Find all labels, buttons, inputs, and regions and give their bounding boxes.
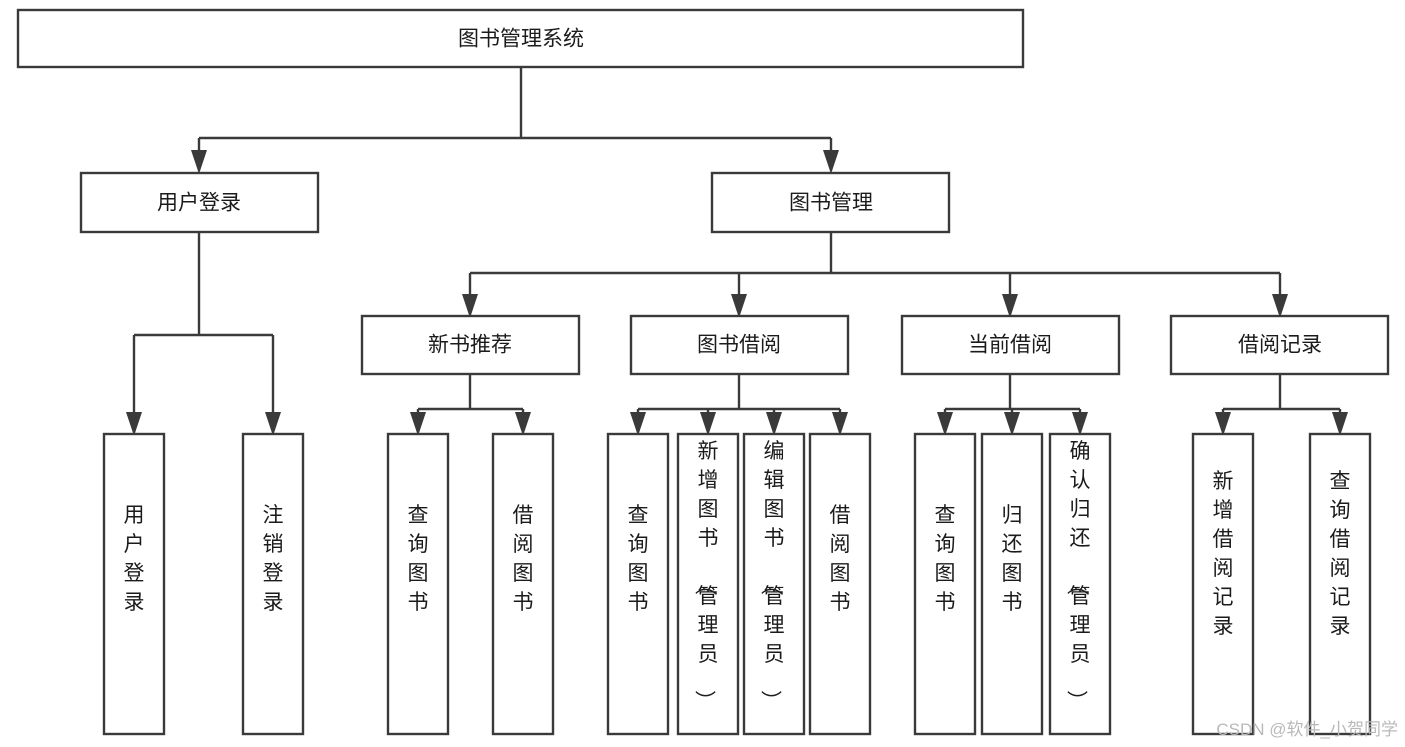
arrow-head-user-login [191, 150, 207, 174]
node-leaf-logout-label: 注销登录 [263, 504, 284, 614]
arrow-head-book-manage [823, 150, 839, 174]
node-leaf-query-book-2-box[interactable] [606, 432, 670, 736]
node-book-borrow-box[interactable] [629, 314, 850, 376]
node-leaf-add-record-label: 新增借阅记录 [1213, 470, 1234, 638]
node-leaf-query-record-box[interactable] [1308, 432, 1372, 736]
connector-layer [126, 67, 1348, 436]
arrow-head-leaf-add-record [1215, 412, 1231, 436]
node-user-login[interactable]: 用户登录 [79, 171, 320, 234]
node-book-manage-box[interactable] [710, 171, 951, 234]
arrow-head-borrow-record [1272, 294, 1288, 318]
arrow-head-book-borrow [731, 294, 747, 318]
arrow-head-leaf-query-book-3 [937, 412, 953, 436]
node-leaf-logout[interactable]: 注销登录 [241, 432, 305, 736]
node-leaf-edit-book-label: 编辑图书（管理员） [759, 440, 785, 711]
arrow-head-leaf-logout [265, 412, 281, 436]
node-leaf-borrow-book-2-label: 借阅图书 [830, 504, 851, 614]
arrow-head-leaf-query-book-2 [630, 412, 646, 436]
node-leaf-user-login-box[interactable] [102, 432, 166, 736]
node-book-borrow[interactable]: 图书借阅 [629, 314, 850, 376]
node-leaf-confirm-return-box[interactable] [1048, 432, 1112, 736]
node-leaf-borrow-book-2[interactable]: 借阅图书 [808, 432, 872, 736]
arrow-head-leaf-user-login [126, 412, 142, 436]
node-leaf-query-book-3-box[interactable] [913, 432, 977, 736]
node-root[interactable]: 图书管理系统 [16, 8, 1025, 69]
node-book-manage-label: 图书管理 [789, 192, 873, 215]
node-leaf-query-book-3-label: 查询图书 [935, 504, 956, 614]
node-current-borrow-label: 当前借阅 [968, 334, 1052, 357]
node-borrow-record-box[interactable] [1169, 314, 1390, 376]
arrow-head-leaf-borrow-book-1 [515, 412, 531, 436]
node-leaf-add-book[interactable]: 新增图书（管理员） [676, 432, 740, 736]
csdn-watermark: CSDN @软件_小贺同学 [1216, 720, 1398, 739]
node-root-label: 图书管理系统 [458, 28, 584, 51]
node-current-borrow[interactable]: 当前借阅 [900, 314, 1121, 376]
node-leaf-query-book-2[interactable]: 查询图书 [606, 432, 670, 736]
node-current-borrow-box[interactable] [900, 314, 1121, 376]
node-leaf-user-login[interactable]: 用户登录 [102, 432, 166, 736]
node-leaf-borrow-book-1[interactable]: 借阅图书 [491, 432, 555, 736]
arrow-head-current-borrow [1002, 294, 1018, 318]
node-user-login-label: 用户登录 [157, 192, 241, 215]
node-leaf-confirm-return-label: 确认归还（管理员） [1065, 440, 1091, 711]
arrow-head-leaf-query-record [1332, 412, 1348, 436]
node-new-book-recommend[interactable]: 新书推荐 [360, 314, 581, 376]
node-leaf-add-book-label: 新增图书（管理员） [693, 440, 719, 711]
node-leaf-edit-book-box[interactable] [742, 432, 806, 736]
arrow-head-leaf-edit-book [766, 412, 782, 436]
node-leaf-query-book-3[interactable]: 查询图书 [913, 432, 977, 736]
arrow-head-leaf-query-book-1 [410, 412, 426, 436]
node-user-login-box[interactable] [79, 171, 320, 234]
node-new-book-recommend-label: 新书推荐 [428, 334, 512, 357]
node-leaf-return-book-label: 归还图书 [1002, 504, 1023, 614]
node-book-borrow-label: 图书借阅 [697, 334, 781, 357]
node-leaf-add-book-box[interactable] [676, 432, 740, 736]
node-leaf-borrow-book-2-box[interactable] [808, 432, 872, 736]
node-borrow-record-label: 借阅记录 [1238, 334, 1322, 357]
node-leaf-query-book-1-label: 查询图书 [408, 504, 429, 614]
node-leaf-logout-box[interactable] [241, 432, 305, 736]
node-leaf-query-record[interactable]: 查询借阅记录 [1308, 432, 1372, 736]
node-leaf-edit-book[interactable]: 编辑图书（管理员） [742, 432, 806, 736]
arrow-head-new-book-recommend [462, 294, 478, 318]
node-leaf-return-book[interactable]: 归还图书 [980, 432, 1044, 736]
node-leaf-query-record-label: 查询借阅记录 [1330, 470, 1351, 638]
arrow-head-leaf-confirm-return [1072, 412, 1088, 436]
node-leaf-query-book-1-box[interactable] [386, 432, 450, 736]
node-borrow-record[interactable]: 借阅记录 [1169, 314, 1390, 376]
arrow-head-leaf-borrow-book-2 [832, 412, 848, 436]
node-leaf-query-book-1[interactable]: 查询图书 [386, 432, 450, 736]
node-leaf-query-book-2-label: 查询图书 [628, 504, 649, 614]
arrow-head-leaf-return-book [1004, 412, 1020, 436]
node-root-box[interactable] [16, 8, 1025, 69]
node-leaf-add-record-box[interactable] [1191, 432, 1255, 736]
node-leaf-add-record[interactable]: 新增借阅记录 [1191, 432, 1255, 736]
node-leaf-user-login-label: 用户登录 [124, 504, 145, 614]
node-book-manage[interactable]: 图书管理 [710, 171, 951, 234]
node-leaf-return-book-box[interactable] [980, 432, 1044, 736]
node-leaf-borrow-book-1-label: 借阅图书 [513, 504, 534, 614]
node-leaf-confirm-return[interactable]: 确认归还（管理员） [1048, 432, 1112, 736]
node-new-book-recommend-box[interactable] [360, 314, 581, 376]
node-leaf-borrow-book-1-box[interactable] [491, 432, 555, 736]
arrow-head-leaf-add-book [700, 412, 716, 436]
